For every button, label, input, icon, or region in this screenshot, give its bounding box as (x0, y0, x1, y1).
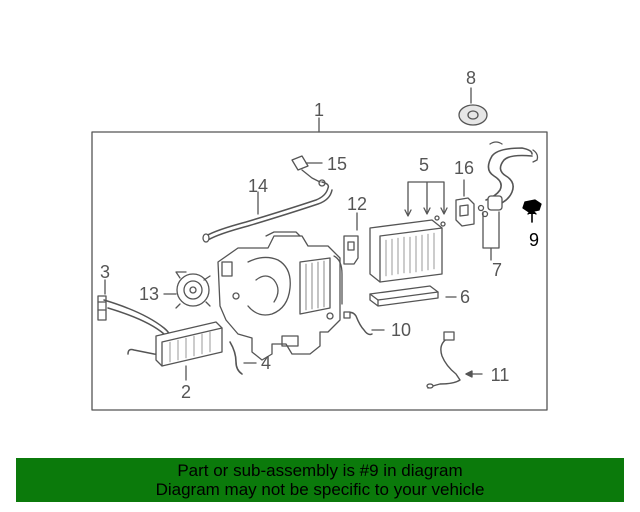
callout-4: 4 (261, 353, 271, 373)
banner-line-disclaimer: Diagram may not be specific to your vehi… (155, 480, 485, 499)
parts-diagram: 1 2 3 4 5 6 7 8 9 10 11 12 13 14 15 16 (91, 68, 548, 411)
part-5-evaporator (369, 181, 448, 283)
banner-line-part: Part or sub-assembly is #9 in diagram (177, 461, 463, 480)
callout-8: 8 (466, 68, 476, 88)
callout-6: 6 (460, 287, 470, 307)
part-7-tubes (477, 141, 539, 261)
part-info-banner: Part or sub-assembly is #9 in diagram Di… (16, 458, 624, 502)
part-3-clip (97, 279, 107, 321)
callout-3: 3 (100, 262, 110, 282)
callout-10: 10 (391, 320, 411, 340)
callout-12: 12 (347, 194, 367, 214)
callout-15: 15 (327, 154, 347, 174)
part-2-heater-core (103, 299, 223, 381)
part-16-valve (455, 179, 475, 227)
callout-11: 11 (491, 365, 510, 385)
part-15-connector (291, 155, 326, 187)
callout-1: 1 (314, 100, 324, 120)
part-9-bolt (522, 199, 542, 223)
callout-16: 16 (454, 158, 474, 178)
callout-2: 2 (181, 382, 191, 402)
part-6-filter (369, 285, 457, 307)
part-14-pipe (202, 181, 333, 243)
part-11-sensor (426, 331, 483, 389)
callout-7: 7 (492, 260, 502, 280)
part-8-grommet (458, 87, 488, 126)
part-13-blower (163, 271, 211, 309)
callout-9: 9 (529, 230, 539, 250)
callout-5: 5 (419, 155, 429, 175)
heater-unit-housing (217, 231, 343, 361)
part-12-bracket (343, 212, 359, 265)
part-4-hose (229, 341, 257, 375)
callout-14: 14 (248, 176, 268, 196)
callout-13: 13 (139, 284, 159, 304)
part-10-hose (343, 311, 385, 336)
